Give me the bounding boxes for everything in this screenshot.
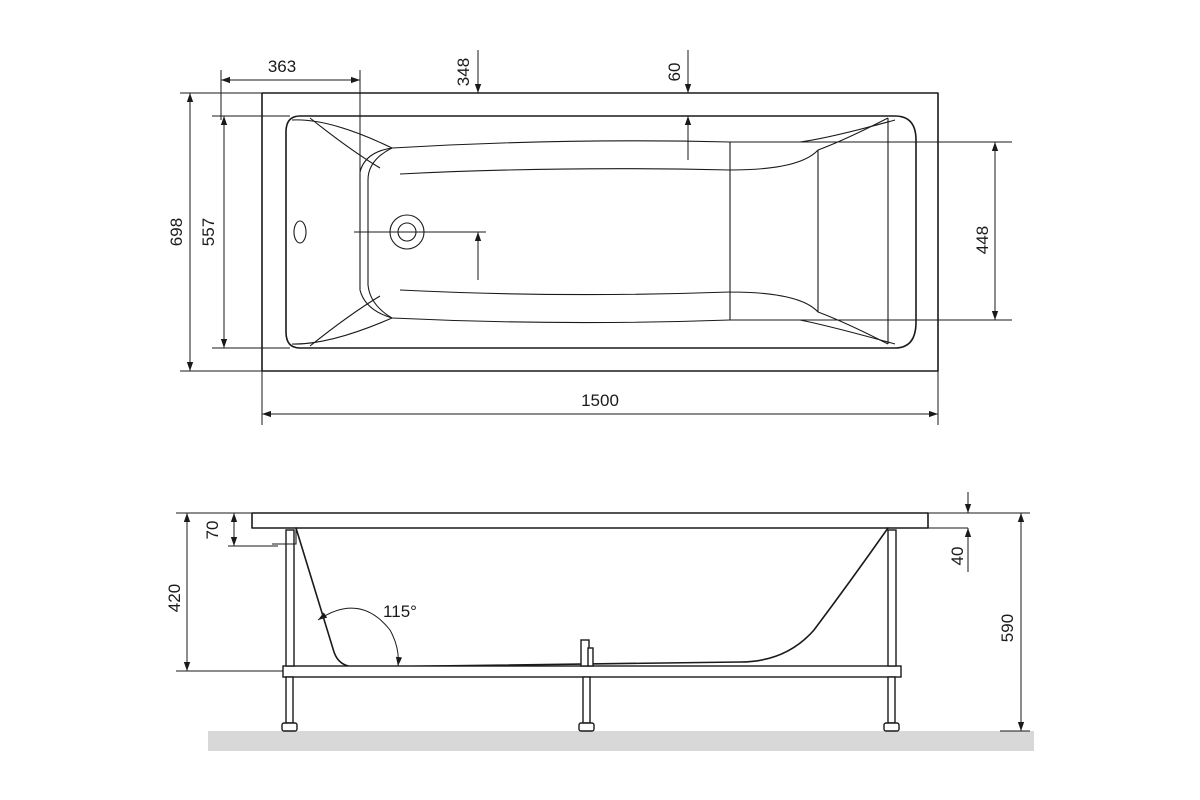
- head-support: [272, 528, 297, 545]
- side-view: 115° 70 420 40 590: [165, 492, 1034, 751]
- frame-rail: [282, 665, 902, 678]
- leg-mid-foot: [578, 722, 595, 732]
- drain-pipe: [587, 647, 594, 667]
- basin-profile: [295, 527, 889, 668]
- bathtub-rim-side: [251, 512, 929, 529]
- dim-text-590: 590: [998, 614, 1017, 642]
- dim-text-1500: 1500: [581, 391, 619, 410]
- dim-text-40: 40: [948, 547, 967, 566]
- leg-right-upper: [887, 529, 897, 667]
- overflow-hole: [293, 220, 307, 244]
- dim-text-698: 698: [167, 218, 186, 246]
- leg-left-upper: [285, 529, 295, 667]
- leg-left-foot: [281, 722, 298, 732]
- leg-left-lower: [285, 676, 294, 724]
- legs: [281, 529, 900, 732]
- dim-text-348: 348: [454, 58, 473, 86]
- dim-text-448: 448: [973, 226, 992, 254]
- dim-text-557: 557: [199, 218, 218, 246]
- dim-text-70: 70: [203, 521, 222, 540]
- dim-text-420: 420: [165, 584, 184, 612]
- dim-text-60: 60: [665, 63, 684, 82]
- bathtub-outer-rim: [261, 92, 939, 372]
- basin-bottom-lines: [399, 168, 731, 296]
- plan-view: 698 557 363 348 60 1500 448: [167, 50, 1012, 425]
- dim-text-363: 363: [268, 57, 296, 76]
- angle-text: 115°: [383, 602, 417, 621]
- leg-mid-lower: [582, 676, 591, 724]
- floor: [208, 731, 1034, 751]
- bathtub-inner-rim: [285, 115, 917, 349]
- backrest-left-inner: [309, 117, 381, 347]
- leg-right-foot: [883, 722, 900, 732]
- foot-end-slope: [729, 117, 889, 345]
- angle-arc: [317, 607, 403, 667]
- leg-right-lower: [887, 676, 896, 724]
